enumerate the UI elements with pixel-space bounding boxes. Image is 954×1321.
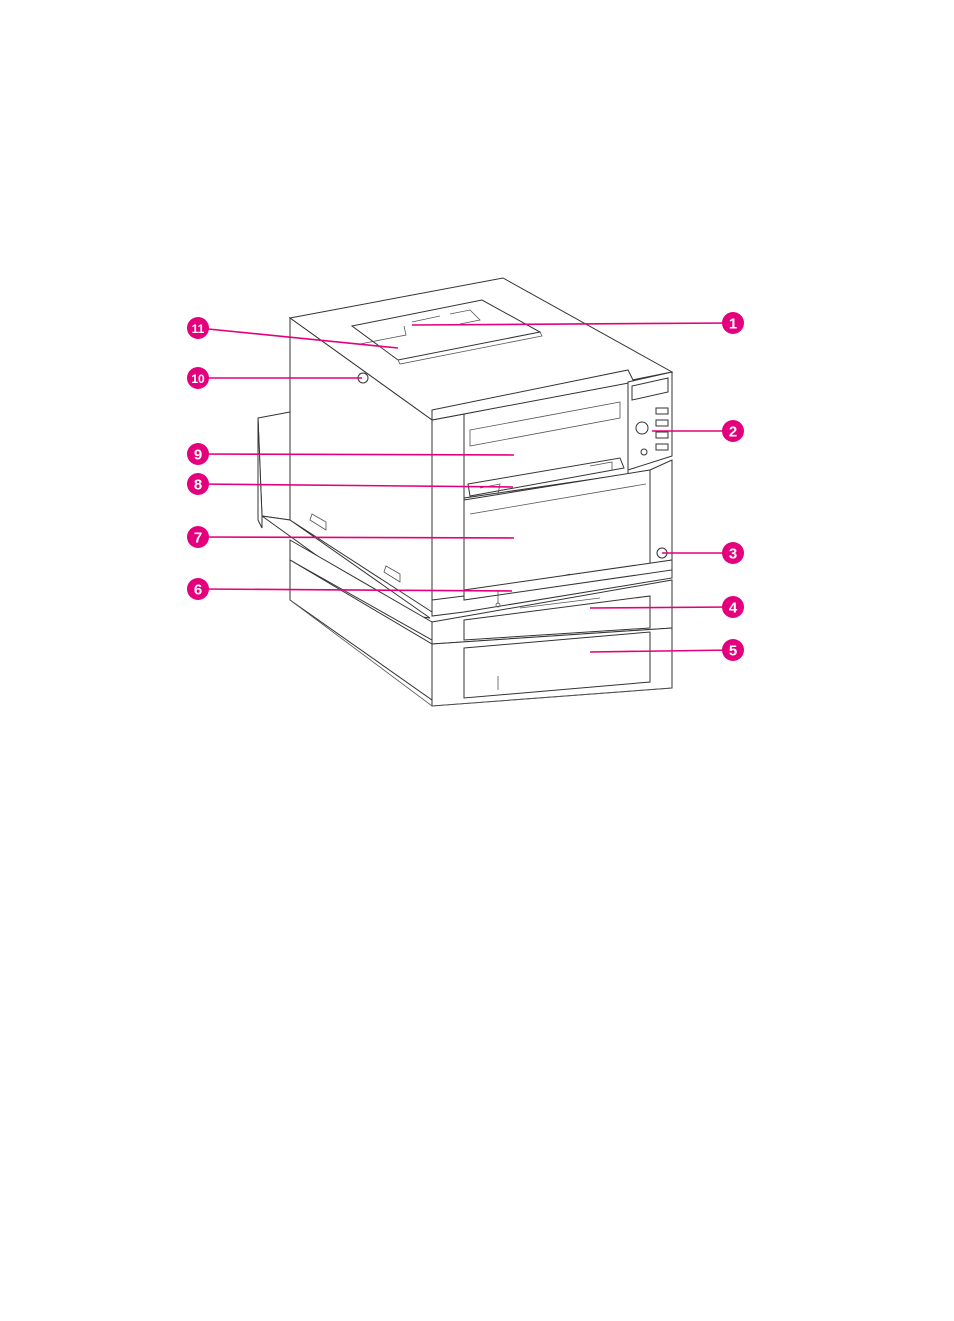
leader-line-7 xyxy=(198,537,514,538)
callout-6-number: 6 xyxy=(194,582,202,599)
callout-4-number: 4 xyxy=(729,600,738,617)
callout-1-number: 1 xyxy=(729,316,737,333)
callout-3-number: 3 xyxy=(729,546,737,563)
callout-10-number: 10 xyxy=(191,372,205,386)
callout-2-number: 2 xyxy=(729,424,737,441)
leader-line-9 xyxy=(198,454,514,455)
printer-illustration xyxy=(258,278,672,706)
leader-line-4 xyxy=(590,607,733,608)
callout-9-number: 9 xyxy=(194,447,202,464)
callout-8-number: 8 xyxy=(194,477,202,494)
callout-11-number: 11 xyxy=(192,322,205,336)
callout-5-number: 5 xyxy=(729,643,737,660)
callout-7-number: 7 xyxy=(194,530,202,547)
